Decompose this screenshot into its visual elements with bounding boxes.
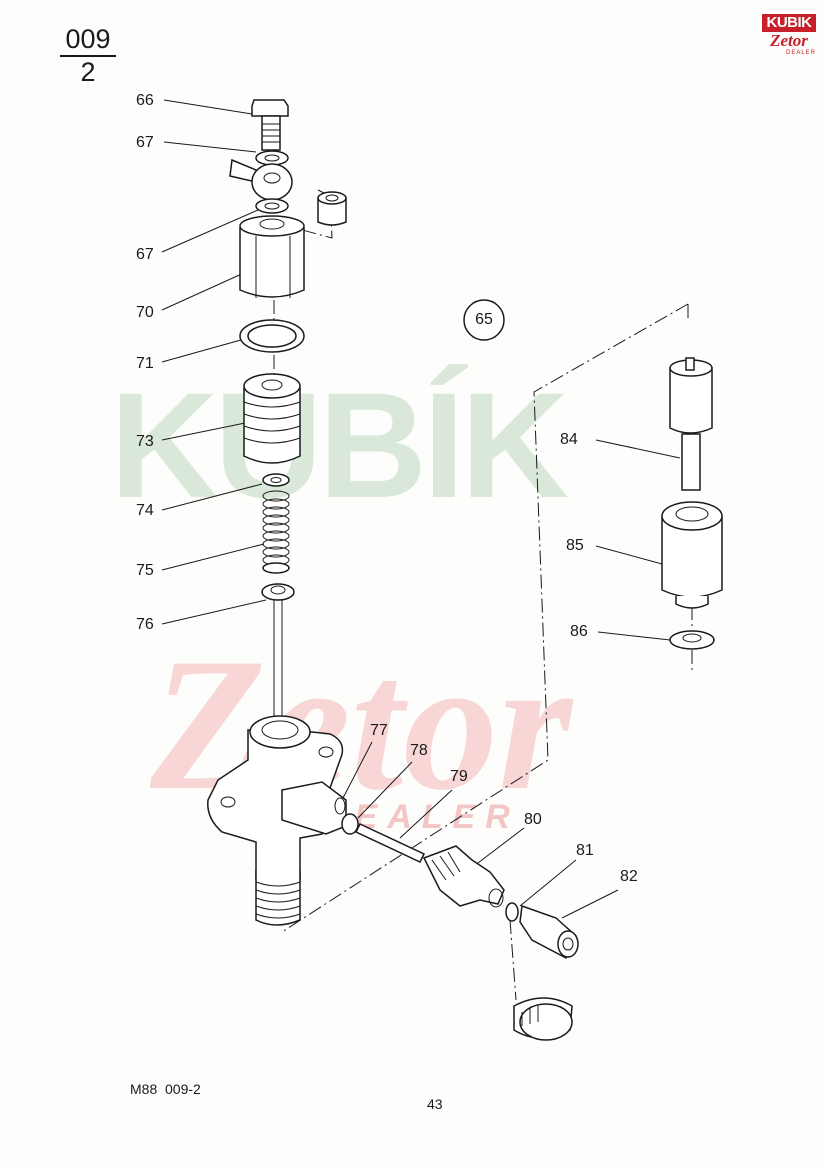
part-85-nozzle-body	[661, 501, 723, 609]
label-82: 82	[620, 868, 638, 885]
label-81: 81	[576, 842, 594, 859]
logo-name: KUBIK	[762, 14, 816, 32]
label-67-bottom: 67	[136, 246, 154, 263]
part-78-disc	[341, 813, 359, 835]
part-81-ring	[505, 902, 519, 922]
label-77: 77	[370, 722, 388, 739]
label-66: 66	[136, 92, 154, 109]
label-86: 86	[570, 623, 588, 640]
label-78: 78	[410, 742, 428, 759]
logo-sub: DEALER	[785, 50, 816, 56]
section-number-sub: 2	[80, 57, 96, 87]
part-84-needle-valve	[669, 357, 713, 491]
ref-65-circle	[463, 299, 505, 341]
label-74: 74	[136, 502, 154, 519]
part-protective-cap	[513, 997, 573, 1041]
part-67-washer-bottom	[255, 198, 289, 214]
watermark-kubik: KUBÍK	[110, 361, 569, 529]
label-67-top: 67	[136, 134, 154, 151]
part-75-spring	[262, 490, 290, 574]
label-71: 71	[136, 355, 154, 372]
section-number: 009 2	[60, 26, 116, 86]
part-67-washer-top	[255, 150, 289, 166]
part-sleeve	[317, 191, 347, 226]
part-66-bolt	[251, 99, 289, 151]
part-74-washer	[262, 473, 290, 487]
part-banjo-fitting	[229, 158, 293, 201]
part-70-nut	[239, 215, 305, 298]
label-75: 75	[136, 562, 154, 579]
part-79-pin	[354, 823, 426, 863]
part-80-nozzle-holder	[422, 845, 505, 908]
label-84: 84	[560, 431, 578, 448]
part-injector-body	[207, 715, 347, 926]
label-79: 79	[450, 768, 468, 785]
label-73: 73	[136, 433, 154, 450]
page-number: 43	[427, 1096, 443, 1112]
part-86-washer	[669, 630, 715, 650]
part-71-sealing-ring	[239, 319, 305, 353]
leader-lines	[161, 99, 681, 919]
drawing-code: M88 009-2	[130, 1081, 201, 1097]
label-76: 76	[136, 616, 154, 633]
part-73-spring-retainer	[243, 373, 301, 464]
part-82-cap-nut	[519, 904, 579, 960]
part-76-washer-pin	[261, 583, 295, 726]
kubik-zetor-logo: KUBIK Zetor DEALER	[762, 14, 816, 60]
label-85: 85	[566, 537, 584, 554]
label-70: 70	[136, 304, 154, 321]
label-80: 80	[524, 811, 542, 828]
logo-tag: Zetor	[770, 31, 808, 50]
section-number-main: 009	[60, 26, 116, 57]
ref-65-label: 65	[475, 311, 493, 328]
